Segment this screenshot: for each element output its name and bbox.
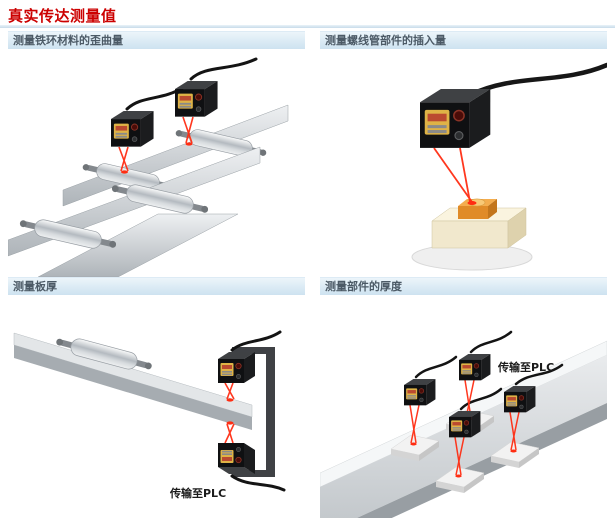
laser-sensor <box>448 410 481 438</box>
laser-sensor <box>174 80 219 118</box>
laser-beam <box>224 423 235 444</box>
laser-sensor <box>217 442 256 475</box>
laser-spot <box>226 398 234 402</box>
solenoid-drawing <box>411 62 607 271</box>
laser-sensor <box>419 88 492 149</box>
illustration-plate-thickness: 传输至PLC <box>8 297 305 518</box>
section-parts-thickness: 测量部件的厚度 <box>320 277 607 518</box>
plc-transfer-label: 传输至PLC <box>498 361 555 374</box>
laser-beam <box>118 146 129 172</box>
sensor-cable <box>230 474 286 492</box>
laser-sensor <box>503 385 536 413</box>
sensor-cable <box>514 363 564 386</box>
sensor-cable <box>467 62 607 98</box>
laser-spot <box>226 421 234 425</box>
sensor-cable <box>230 330 282 352</box>
section-header: 测量板厚 <box>8 277 305 295</box>
illustration-parts-thickness: 传输至PLC <box>320 297 607 518</box>
laser-sensor <box>110 110 155 148</box>
laser-sensor <box>458 353 491 381</box>
laser-beam <box>224 382 235 400</box>
section-solenoid-insertion: 测量螺线管部件的插入量 <box>320 31 607 276</box>
illustration-solenoid-insertion <box>320 51 607 277</box>
plate-top <box>13 332 253 418</box>
section-header: 测量铁环材料的歪曲量 <box>8 31 305 49</box>
sensor-cable <box>459 387 503 411</box>
plate-edge <box>14 345 252 430</box>
plate-drawing <box>13 330 286 492</box>
illustration-strip-distortion <box>8 51 305 277</box>
laser-beam <box>433 147 473 203</box>
page-title: 真实传达测量值 <box>8 7 117 25</box>
laser-spot <box>185 142 193 146</box>
laser-spot <box>467 201 477 205</box>
laser-sensor <box>403 378 436 406</box>
strip-distortion-drawing <box>8 57 289 277</box>
plc-transfer-label: 传输至PLC <box>170 487 227 500</box>
metal-sheet <box>37 213 239 277</box>
section-plate-thickness: 测量板厚 传输至PLC <box>8 277 305 517</box>
section-strip-distortion: 测量铁环材料的歪曲量 <box>8 31 305 277</box>
section-header: 测量螺线管部件的插入量 <box>320 31 607 49</box>
sensor-cable <box>414 355 458 379</box>
sensor-cable <box>469 330 513 354</box>
laser-spot <box>121 170 128 174</box>
laser-beam <box>409 379 520 476</box>
section-header: 测量部件的厚度 <box>320 277 607 295</box>
sensor-cable <box>189 57 258 81</box>
conveyor-drawing <box>320 330 607 518</box>
laser-beam <box>182 116 194 144</box>
title-divider <box>0 25 615 28</box>
laser-sensor <box>217 351 256 384</box>
solenoid-core <box>458 198 497 219</box>
